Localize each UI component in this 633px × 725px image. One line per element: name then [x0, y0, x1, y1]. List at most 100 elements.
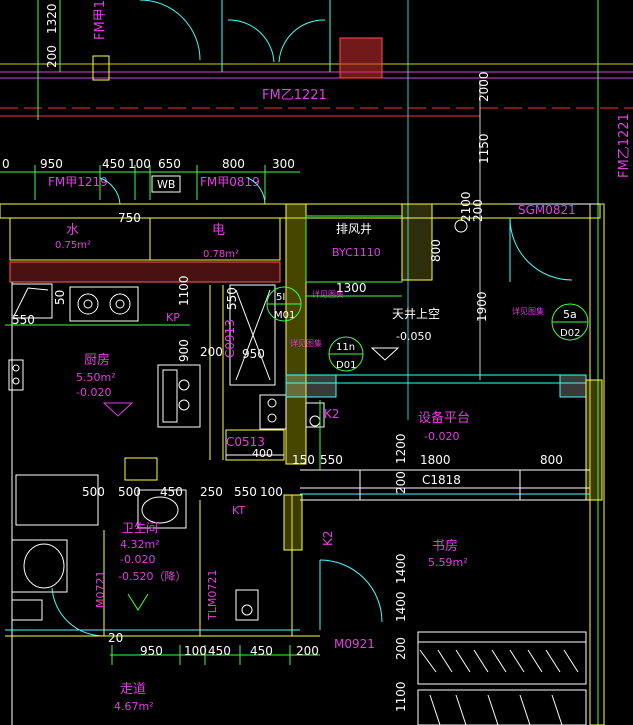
tag-d01-bottom: D01 [336, 360, 356, 371]
dim-v-1320: 1320 [45, 3, 59, 34]
note-3: 详见图集 [512, 306, 544, 316]
bathroom-fixtures [5, 457, 320, 637]
dimension-row-bottom [110, 645, 320, 665]
dim-low-250: 250 [200, 485, 223, 499]
tag-kp: KP [166, 311, 180, 324]
dim-v-200b: 200 [471, 199, 485, 222]
room-study-name: 书房 [432, 538, 458, 554]
door-label-sgm0821: SGM0821 [518, 203, 576, 217]
room-corridor-area: 4.67m² [114, 700, 154, 713]
bath-level-mark [127, 593, 149, 611]
room-bath-level1: -0.020 [120, 553, 155, 566]
kitchen-level-mark [102, 402, 134, 417]
dim-bot-200: 200 [296, 644, 319, 658]
dim-v-1100: 1100 [177, 275, 191, 306]
equipment-platform [285, 374, 603, 501]
dim-low-500b: 500 [118, 485, 141, 499]
room-bath-name: 卫生间 [122, 521, 158, 535]
dim-mid-400: 400 [252, 447, 273, 460]
dim-v-1100b: 1100 [394, 681, 408, 712]
room-shaft-name: 排风井 [336, 222, 372, 236]
dim-v-1400a: 1400 [394, 553, 408, 584]
room-corridor-name: 走道 [120, 682, 146, 697]
room-equipment-name: 设备平台 [418, 410, 470, 426]
tag-k2-b: K2 [321, 530, 335, 546]
wardrobe [417, 631, 587, 725]
room-electric-name: 电 [212, 223, 225, 238]
dim-v-1900: 1900 [475, 291, 489, 322]
room-skywell-level: -0.050 [396, 330, 431, 343]
door-label-fm-top-b: FM乙1221 [262, 88, 327, 103]
note-2: 详见图集 [290, 338, 322, 348]
room-kitchen-name: 厨房 [84, 352, 110, 368]
room-skywell-name: 天井上空 [392, 307, 440, 321]
tag-wb: WB [157, 178, 175, 191]
dim-v-200c: 200 [394, 471, 408, 494]
dim-bot-450b: 450 [250, 644, 273, 658]
room-water-name: 水 [66, 223, 79, 238]
dim-bot-20: 20 [108, 631, 123, 645]
tag-d01-top: 11n [336, 342, 355, 353]
window-label-c0513: C0513 [226, 435, 265, 449]
dim-top-800: 800 [222, 157, 245, 171]
door-swing-m0921 [319, 559, 383, 623]
dim-mid-550: 550 [12, 313, 35, 327]
dim-top-950: 950 [40, 157, 63, 171]
tag-d02-bottom: D02 [560, 328, 580, 339]
dim-bot-950: 950 [140, 644, 163, 658]
dim-mid-550b: 550 [320, 453, 343, 467]
dim-mid-750: 750 [118, 211, 141, 225]
axis-marker [454, 219, 468, 233]
door-swing-a [99, 177, 121, 205]
stair-core [225, 284, 287, 461]
dim-mid-800: 800 [540, 453, 563, 467]
window-label-byc1110: BYC1110 [332, 246, 381, 259]
dim-low-450: 450 [160, 485, 183, 499]
dim-mid-150: 150 [292, 453, 315, 467]
room-water-area: 0.75m² [55, 240, 91, 251]
kitchen-fixtures [5, 282, 224, 725]
dim-bot-100: 100 [184, 644, 207, 658]
dim-v-1200: 1200 [394, 433, 408, 464]
dim-v-800: 800 [429, 239, 443, 262]
skywell-level-mark [370, 347, 400, 361]
dim-top-450: 450 [102, 157, 125, 171]
tag-m01-top: 5I [276, 292, 285, 303]
dim-v-50: 50 [53, 290, 67, 305]
room-bath-level2: -0.520（降） [118, 569, 186, 583]
dim-mid-200: 200 [200, 345, 223, 359]
tag-k2-a: K2 [324, 407, 340, 421]
room-electric-area: 0.78m² [203, 249, 239, 260]
window-label-c0913: C0913 [223, 319, 237, 358]
dim-v-1400b: 1400 [394, 591, 408, 622]
dim-low-500a: 500 [82, 485, 105, 499]
tag-kt: KT [232, 504, 245, 517]
dim-bot-450a: 450 [208, 644, 231, 658]
door-label-tlm0721: TLM0721 [206, 570, 219, 621]
room-equipment-level: -0.020 [424, 430, 459, 443]
door-label-m0721: M0721 [94, 571, 107, 609]
dim-v-200a: 200 [45, 45, 59, 68]
dim-mid-1800: 1800 [420, 453, 451, 467]
note-1: 详见图集 [312, 289, 344, 299]
door-swing-sgm [509, 217, 573, 281]
room-kitchen-area: 5.50m² [76, 371, 116, 384]
room-bath-area: 4.32m² [120, 538, 160, 551]
door-label-fm-top-a: FM甲1221 [93, 0, 108, 40]
room-kitchen-level: -0.020 [76, 386, 111, 399]
dim-mid-950: 950 [242, 347, 265, 361]
dimension-row-top [0, 165, 300, 200]
door-label-fm1219: FM甲1219 [48, 175, 108, 189]
dim-top-100: 100 [128, 157, 151, 171]
room-study-area: 5.59m² [428, 556, 468, 569]
window-label-c1818: C1818 [422, 473, 461, 487]
door-label-fm0819: FM甲0819 [200, 175, 260, 189]
dim-mid-1300: 1300 [336, 281, 367, 295]
dim-top-650: 650 [158, 157, 181, 171]
tag-wb-box [151, 175, 181, 193]
dim-v-550-core: 550 [225, 287, 239, 310]
door-label-fm-right: FM乙1221 [617, 113, 632, 178]
door-swing-b [247, 177, 266, 205]
